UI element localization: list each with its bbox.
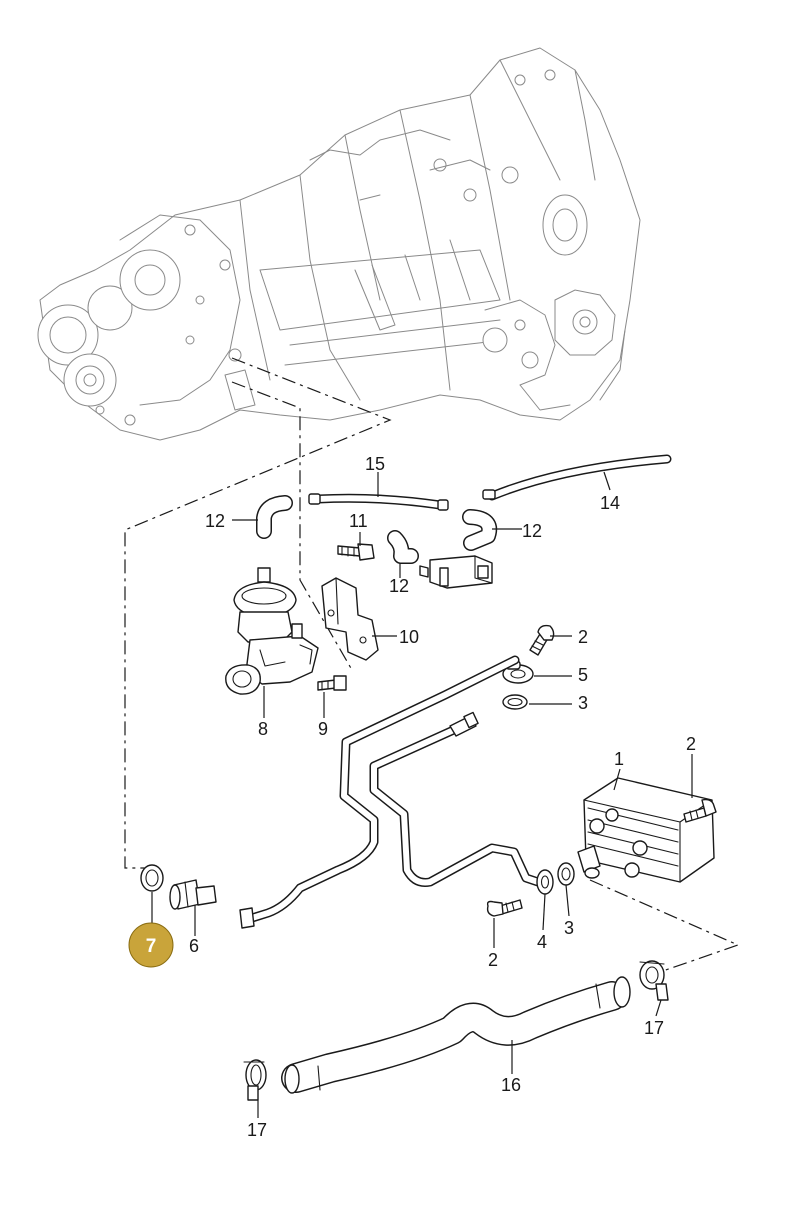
- label-12-middle: 12: [389, 576, 409, 596]
- label-2-lower: 2: [488, 950, 498, 970]
- assembly-lines: [124, 357, 740, 973]
- label-6: 6: [189, 936, 199, 956]
- part-2-bolt-cooler: [683, 798, 717, 823]
- label-17-right: 17: [644, 1018, 664, 1038]
- label-15: 15: [365, 454, 385, 474]
- part-10-bracket: [321, 577, 379, 661]
- label-1: 1: [614, 749, 624, 769]
- label-9: 9: [318, 719, 328, 739]
- part-2-bolt-lower: [486, 899, 523, 917]
- part-3-seal-upper: [502, 694, 528, 710]
- part-4-fitting: [536, 869, 554, 895]
- label-14: 14: [600, 493, 620, 513]
- label-3-lower: 3: [564, 918, 574, 938]
- highlight-badge-7[interactable]: 7: [128, 922, 174, 968]
- part-17-clamp-right: [639, 960, 669, 1001]
- part-15-hose: [308, 493, 449, 511]
- label-16: 16: [501, 1075, 521, 1095]
- part-7-seal-ring: [140, 864, 164, 892]
- oil-lines: [239, 655, 543, 929]
- label-5: 5: [578, 665, 588, 685]
- part-16-coolant-hose: [281, 976, 631, 1094]
- part-14-tube: [482, 454, 672, 501]
- label-2-upper: 2: [578, 627, 588, 647]
- part-1-oil-cooler: [577, 777, 715, 883]
- label-8: 8: [258, 719, 268, 739]
- label-3-upper: 3: [578, 693, 588, 713]
- label-2-cooler: 2: [686, 734, 696, 754]
- label-11: 11: [349, 511, 368, 531]
- label-17-left: 17: [247, 1120, 267, 1140]
- part-17-clamp-left: [243, 1059, 267, 1101]
- solenoid-valve: [419, 555, 493, 589]
- part-6-union: [169, 879, 217, 910]
- label-10: 10: [399, 627, 419, 647]
- leader-lines: [151, 471, 693, 1118]
- part-9-bolt: [317, 675, 347, 691]
- part-8-valve: [225, 567, 319, 695]
- badge-circle: [128, 922, 174, 968]
- part-labels: 15 14 12 11 12 12 10 2 5 3 8 9 2 1 3 6 4…: [189, 454, 696, 1140]
- part-2-bolt-upper: [529, 624, 555, 656]
- label-12-left: 12: [205, 511, 225, 531]
- part-3-seal-lower: [557, 862, 575, 886]
- badge-label: 7: [146, 936, 157, 957]
- part-11-bolt: [337, 543, 375, 561]
- transmission-housing: [37, 47, 641, 441]
- label-4: 4: [537, 932, 547, 952]
- label-12-right: 12: [522, 521, 542, 541]
- part-12-elbow-hoses: [256, 495, 498, 564]
